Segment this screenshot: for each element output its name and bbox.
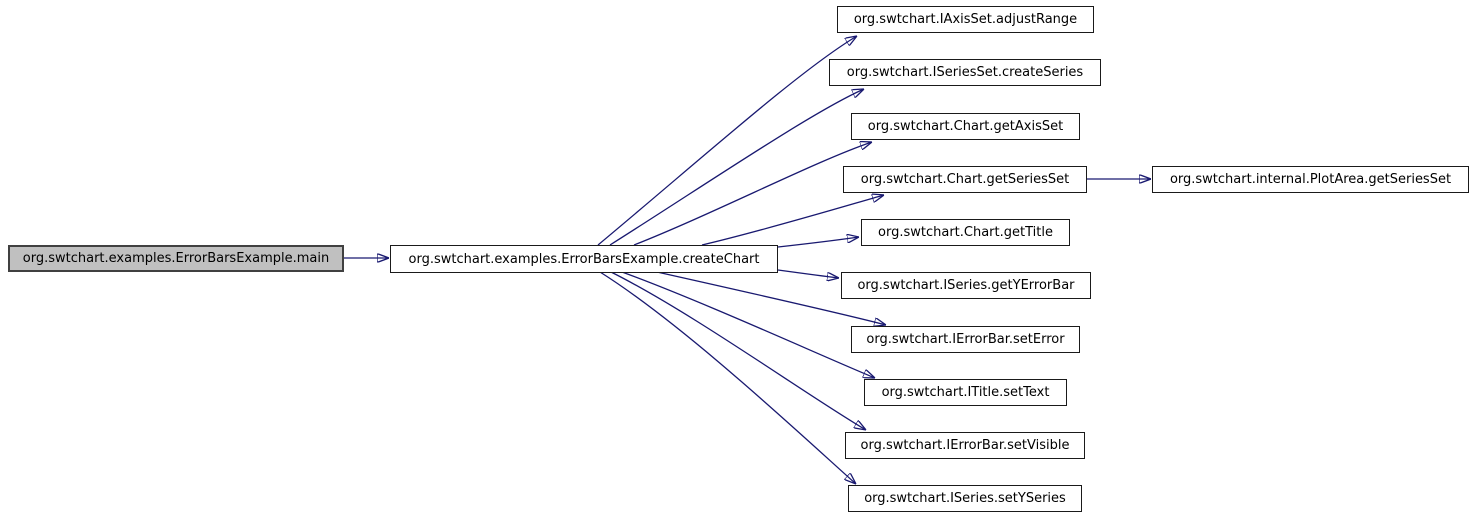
edge-createChart-getTitle <box>777 237 859 248</box>
node-get-y-error-bar[interactable]: org.swtchart.ISeries.getYErrorBar <box>841 272 1091 299</box>
edge-createChart-setYSeries <box>599 271 856 484</box>
node-main: org.swtchart.examples.ErrorBarsExample.m… <box>8 245 344 272</box>
edge-createChart-getYErrorBar <box>777 269 839 278</box>
edge-createChart-adjustRange <box>597 36 857 246</box>
node-set-visible[interactable]: org.swtchart.IErrorBar.setVisible <box>845 432 1085 459</box>
node-get-axis-set[interactable]: org.swtchart.Chart.getAxisSet <box>851 113 1080 140</box>
edge-createChart-createSeries <box>609 89 864 246</box>
node-set-error[interactable]: org.swtchart.IErrorBar.setError <box>851 326 1080 353</box>
edge-createChart-setError <box>656 271 886 325</box>
node-get-series-set[interactable]: org.swtchart.Chart.getSeriesSet <box>843 166 1087 193</box>
node-adjust-range[interactable]: org.swtchart.IAxisSet.adjustRange <box>837 6 1094 33</box>
edge-createChart-setText <box>621 271 875 378</box>
node-set-text[interactable]: org.swtchart.ITitle.setText <box>864 379 1067 406</box>
edge-createChart-setVisible <box>610 271 866 430</box>
node-plot-area-get-series-set[interactable]: org.swtchart.internal.PlotArea.getSeries… <box>1152 166 1469 193</box>
edge-createChart-getSeriesSet <box>701 195 884 246</box>
node-set-y-series[interactable]: org.swtchart.ISeries.setYSeries <box>848 485 1082 512</box>
node-create-series[interactable]: org.swtchart.ISeriesSet.createSeries <box>829 59 1101 86</box>
node-create-chart[interactable]: org.swtchart.examples.ErrorBarsExample.c… <box>390 245 778 273</box>
node-get-title[interactable]: org.swtchart.Chart.getTitle <box>861 219 1070 246</box>
edge-createChart-getAxisSet <box>633 142 872 246</box>
